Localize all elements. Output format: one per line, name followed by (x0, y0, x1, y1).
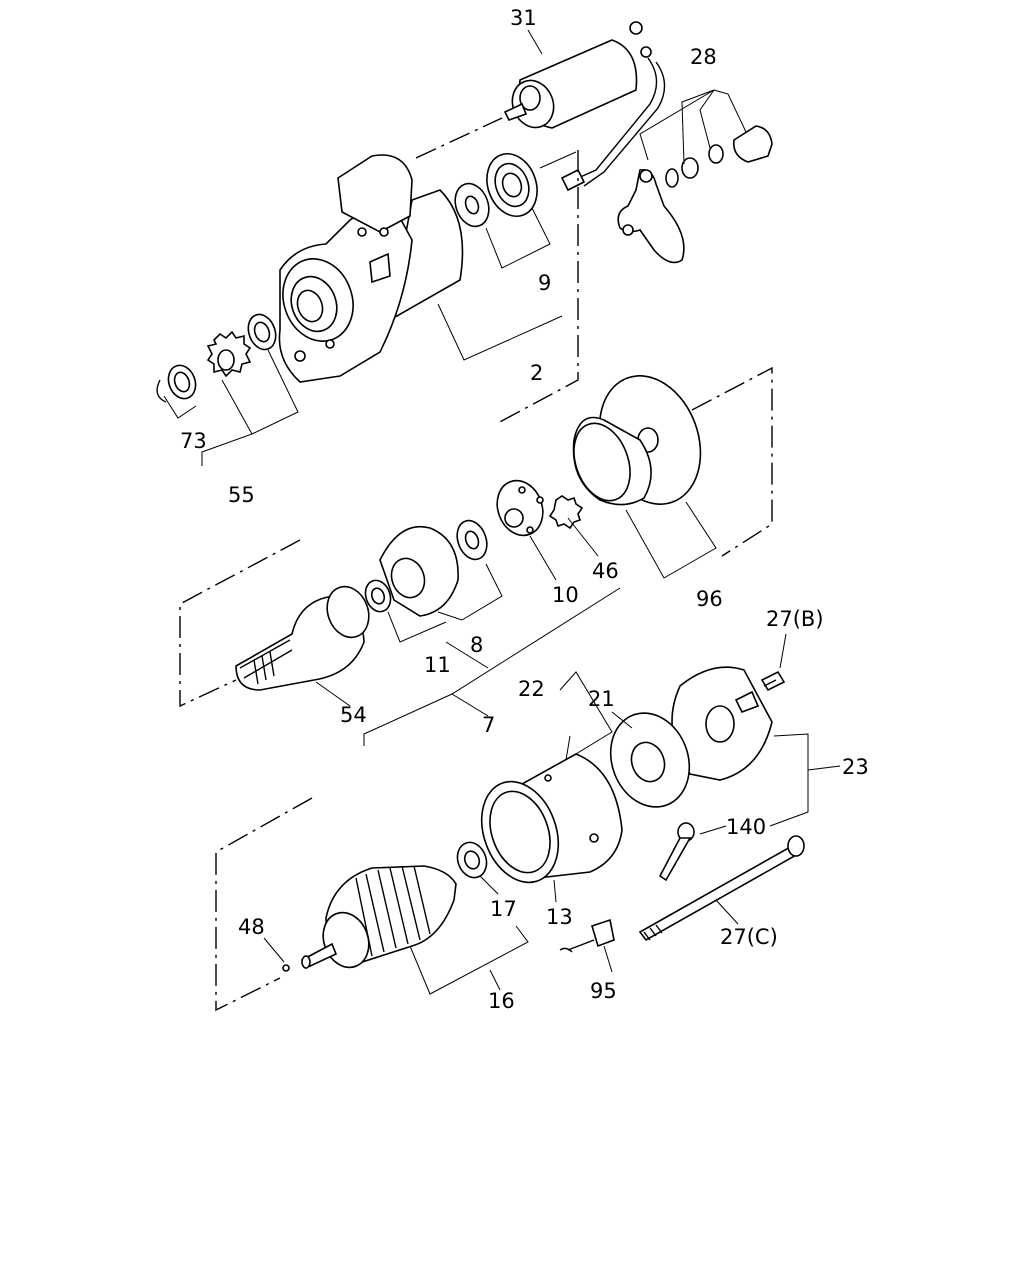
label-9: 9 (538, 271, 551, 295)
label-27c: 27(C) (720, 925, 778, 949)
leader-7 (363, 587, 621, 746)
part-16-armature[interactable] (300, 865, 457, 974)
part-23-end-cover[interactable] (671, 666, 773, 781)
label-23: 23 (842, 755, 869, 779)
part-140-pin[interactable] (658, 822, 695, 882)
part-96-cover[interactable] (564, 362, 718, 519)
label-54: 54 (340, 703, 367, 727)
part-8-clutch[interactable] (361, 516, 492, 617)
leader-96 (625, 501, 717, 579)
part-2-front-housing[interactable] (272, 154, 464, 383)
label-48: 48 (238, 915, 265, 939)
part-31-solenoid[interactable] (503, 21, 666, 192)
label-140: 140 (726, 815, 766, 839)
leader-55 (201, 349, 299, 466)
label-27b: 27(B) (766, 607, 824, 631)
label-22: 22 (518, 677, 545, 701)
label-95: 95 (590, 979, 617, 1003)
label-13: 13 (546, 905, 573, 929)
leader-11 (387, 611, 447, 643)
part-13-yoke[interactable] (468, 753, 623, 893)
part-73-55-pinion-group[interactable] (156, 311, 280, 403)
leader-8 (437, 563, 503, 621)
part-28-lever-assembly[interactable] (617, 125, 773, 264)
label-55: 55 (228, 483, 255, 507)
part-95-brush[interactable] (559, 918, 615, 953)
label-7: 7 (482, 713, 495, 737)
label-31: 31 (510, 6, 537, 30)
label-96: 96 (696, 587, 723, 611)
label-17: 17 (490, 897, 517, 921)
label-73: 73 (180, 429, 207, 453)
part-48-ball[interactable] (282, 964, 290, 972)
leader-73 (163, 395, 197, 419)
label-16: 16 (488, 989, 515, 1013)
label-8: 8 (470, 633, 483, 657)
part-46-gear[interactable] (548, 495, 584, 530)
label-28: 28 (690, 45, 717, 69)
leader-31 (527, 29, 543, 55)
label-46: 46 (592, 559, 619, 583)
part-54-shaft[interactable] (235, 581, 376, 691)
label-11: 11 (424, 653, 451, 677)
part-21-brush-plate[interactable] (598, 702, 702, 818)
part-27c-through-bolt[interactable] (638, 835, 805, 942)
part-10-retainer[interactable] (490, 474, 550, 542)
part-9-bearing-washer[interactable] (449, 147, 545, 231)
label-10: 10 (552, 583, 579, 607)
part-27b-screw[interactable] (760, 670, 786, 692)
leader-23 (769, 733, 841, 827)
leader-22 (559, 671, 613, 761)
leader-16 (409, 925, 529, 995)
leader-2 (437, 303, 563, 361)
part-17-bearing[interactable] (453, 838, 492, 881)
leader-9 (485, 207, 551, 269)
label-2: 2 (530, 361, 543, 385)
leader-28 (639, 89, 747, 165)
